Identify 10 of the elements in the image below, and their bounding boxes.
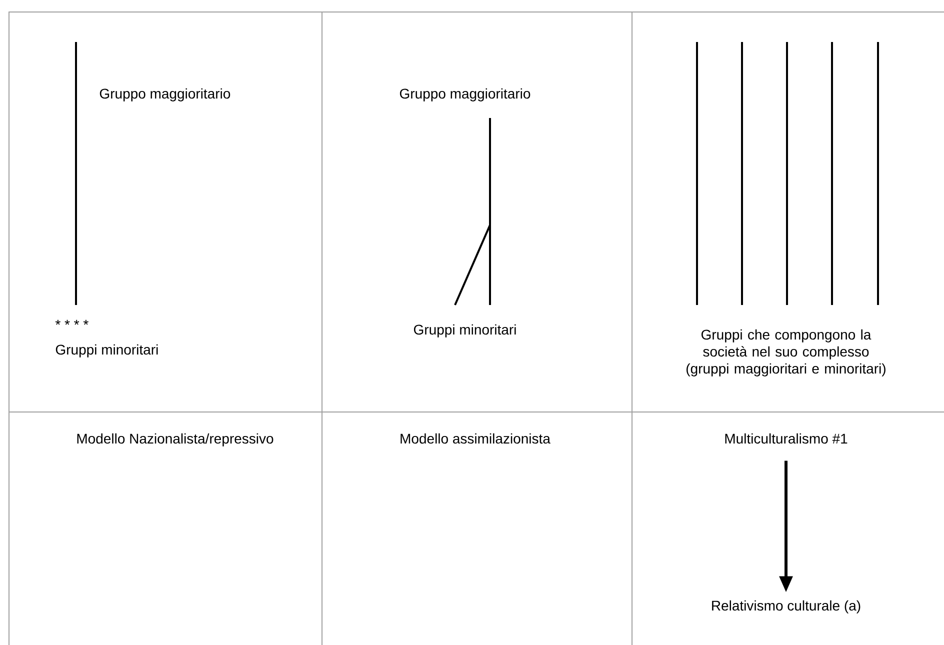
group-label: Gruppi minoritari bbox=[56, 344, 158, 358]
model-label: Modello Nazionalista/repressivo bbox=[77, 433, 274, 446]
group-label: Gruppo maggioritario bbox=[400, 88, 530, 102]
group-label: Gruppi che compongono la società nel suo complesso (gruppi maggioritari e minoritari) bbox=[686, 329, 886, 376]
group-label: Gruppo maggioritario bbox=[100, 88, 230, 102]
model-label: Modello assimilazionista bbox=[400, 433, 550, 444]
heading-text: Relativismo culturale (a) bbox=[712, 600, 860, 614]
asterisks: * * * * bbox=[55, 320, 88, 325]
heading-text: Multiculturalismo #1 bbox=[725, 433, 848, 444]
group-label: Gruppi minoritari bbox=[414, 324, 516, 338]
